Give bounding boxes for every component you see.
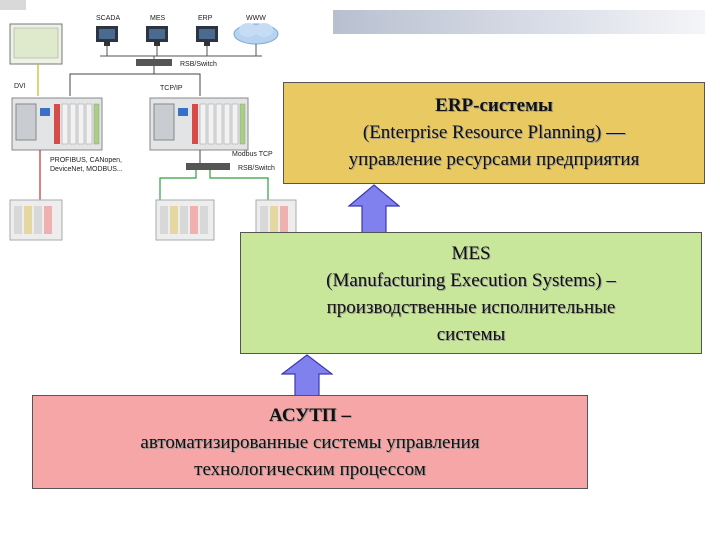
arrow-asu-to-mes (281, 354, 333, 397)
title-gradient-bar (333, 10, 705, 34)
erp-line2: (Enterprise Resource Planning) — (362, 122, 626, 143)
network-schematic: SCADA MES ERP WWW RSB/Switch DVI TCP/IP (9, 15, 297, 241)
asutp-line3: технологическим процессом (194, 459, 426, 480)
asutp-title: АСУТП – (269, 405, 351, 426)
hmi-monitor-icon (9, 23, 63, 65)
mid-switch-icon (186, 163, 230, 170)
erp-computer-icon (196, 26, 218, 46)
erp-label: ERP (198, 15, 213, 22)
www-cloud-icon (233, 23, 279, 45)
mes-line4: системы (436, 324, 506, 345)
right-plc-controller-icon (149, 97, 249, 151)
top-switch-icon (136, 59, 172, 66)
mes-box: MES (Manufacturing Execution Systems) – … (240, 232, 702, 354)
mes-label: MES (150, 15, 166, 22)
dvi-label: DVI (14, 83, 26, 90)
asutp-line2: автоматизированные системы управления (140, 432, 480, 453)
modbus-label: Modbus TCP (232, 151, 273, 158)
erp-line3: управление ресурсами предприятия (348, 149, 640, 170)
left-plc-controller-icon (11, 97, 103, 151)
mes-computer-icon (146, 26, 168, 46)
mes-title: MES (451, 243, 491, 264)
erp-box: ERP-системы (Enterprise Resource Plannin… (283, 82, 705, 184)
mes-line2: (Manufacturing Execution Systems) – (326, 270, 616, 291)
erp-title: ERP-системы (435, 95, 553, 116)
scada-computer-icon (96, 26, 118, 46)
middle-io-module-icon (155, 199, 215, 241)
asutp-box: АСУТП – автоматизированные системы управ… (32, 395, 588, 489)
corner-decoration (0, 0, 26, 10)
www-label: WWW (246, 15, 266, 22)
mid-switch-label: RSB/Switch (238, 165, 275, 172)
fieldbus-label-line2: DeviceNet, MODBUS... (50, 166, 123, 173)
fieldbus-label-line1: PROFIBUS, CANopen, (50, 157, 122, 164)
top-switch-label: RSB/Switch (180, 61, 217, 68)
mes-line3: производственные исполнительные (326, 297, 616, 318)
scada-label: SCADA (96, 15, 120, 22)
tcpip-label: TCP/IP (160, 85, 183, 92)
left-io-module-icon (9, 199, 63, 241)
arrow-mes-to-erp (348, 184, 400, 234)
